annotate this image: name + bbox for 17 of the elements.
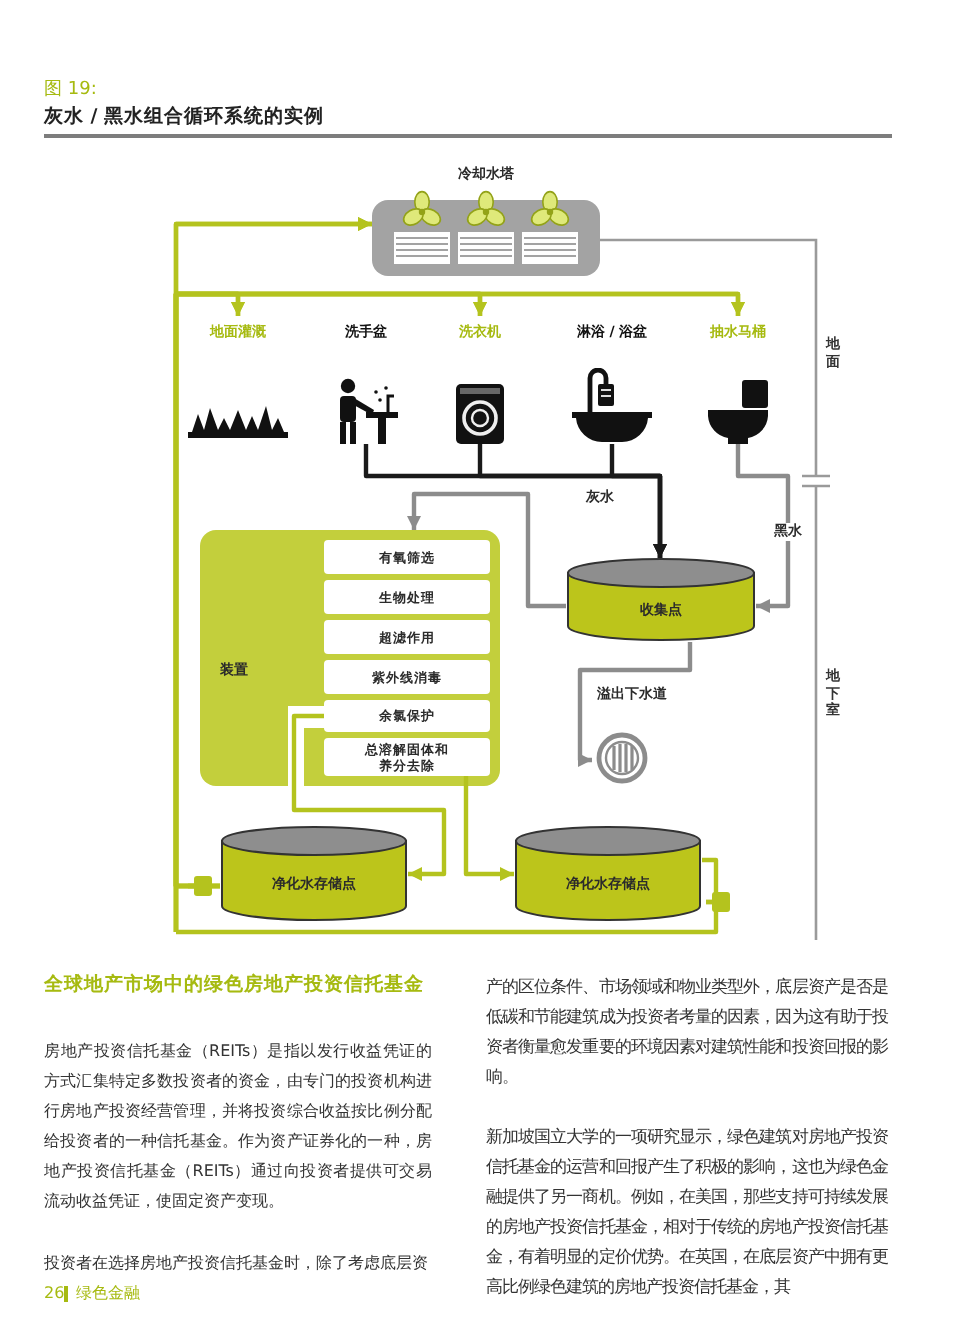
arrow: [407, 491, 566, 609]
arrow: [735, 444, 791, 613]
arrow: [291, 713, 447, 881]
arrow: [609, 444, 667, 558]
body-paragraph: 新加坡国立大学的一项研究显示，绿色建筑对房地产投资信托基金的运营和回报产生了积极的影响，这也为绿色金融提供了另一商机。例如，在美国，那些支持可持续发展的房地产投资信托基金，相对于传统的房地产投资信托基金，有着明显的定价优势。在英国，在底层资产中拥有更高比例绿色建筑的房地产投资信托基金，其: [486, 1124, 888, 1300]
figure-title: 灰水 / 黑水组合循环系统的实例: [44, 106, 325, 130]
section-heading: 全球地产市场中的绿色房地产投资信托基金: [44, 972, 424, 1000]
body-paragraph: 投资者在选择房地产投资信托基金时，除了考虑底层资: [44, 1252, 430, 1276]
arrow: [577, 642, 693, 767]
treatment-unit-panel: [200, 530, 500, 786]
body-paragraph: 产的区位条件、市场领域和物业类型外，底层资产是否是低碳和节能建筑成为投资者考量的因素，因为这有助于投资者衡量愈发重要的环境因素对建筑性能和投资回报的影响。: [486, 974, 888, 1090]
arrow: [463, 776, 514, 881]
page-number: 26: [44, 1284, 65, 1304]
footer-title: 绿色金融: [76, 1284, 140, 1304]
body-paragraph: 房地产投资信托基金（REITs）是指以发行收益凭证的方式汇集特定多数投资者的资金，由专门的投资机构进行房地产投资经营管理，并将投资综合收益按比例分配给投资者的一种信托基金。作为资产证券化的一种，房地产投资信托基金（REITs）通过向投资者提供可交易流动收益凭证，使固定资产变现。: [44, 1040, 432, 1214]
connector-line: [176, 857, 719, 935]
figure-number: 图 19:: [44, 80, 97, 102]
